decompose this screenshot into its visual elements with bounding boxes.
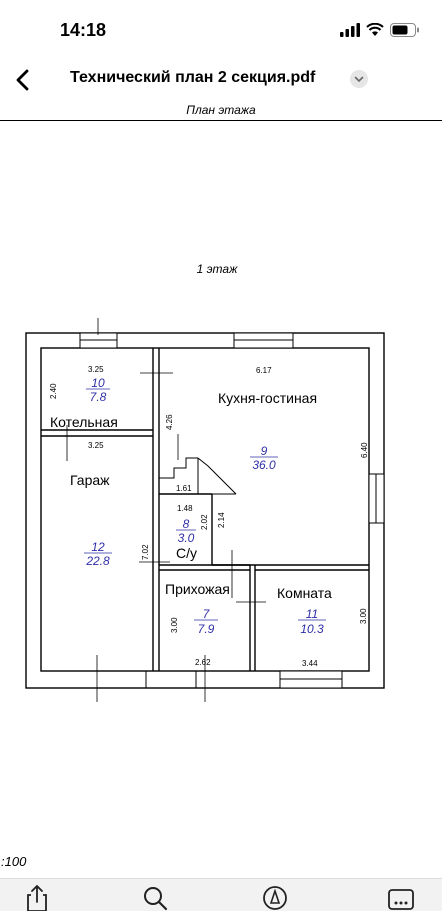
dim-label: 2.14	[217, 512, 226, 528]
share-icon[interactable]	[22, 885, 52, 911]
scale-label: :100	[1, 854, 27, 869]
signal-icon	[340, 23, 360, 37]
room-area: 3.0	[178, 531, 195, 545]
markup-icon[interactable]	[260, 885, 290, 911]
room-name-hallway: Прихожая	[165, 581, 230, 597]
room-area: 36.0	[252, 458, 276, 472]
status-time: 14:18	[60, 20, 107, 40]
dim-label: 6.40	[360, 442, 369, 458]
staircase	[159, 457, 237, 495]
room-areas: 10 7.8 9 36.0 12 22.8 8 3.0 7 7.9 11 10.…	[84, 376, 326, 636]
more-icon[interactable]	[386, 885, 416, 911]
room-area: 7.8	[90, 390, 107, 404]
dim-label: 2.02	[200, 514, 209, 530]
document-title[interactable]: Технический план 2 секция.pdf	[70, 69, 316, 86]
room-name-bathroom: С/у	[176, 545, 197, 561]
bottom-toolbar	[0, 878, 442, 911]
room-number: 11	[306, 607, 318, 621]
floor-label: 1 этаж	[197, 262, 238, 276]
battery-icon	[390, 23, 419, 37]
dim-label: 1.61	[176, 484, 192, 493]
status-bar: 14:18	[0, 0, 442, 60]
nav-bar: Технический план 2 секция.pdf	[0, 60, 442, 100]
room-number: 10	[91, 376, 105, 390]
back-chevron-icon[interactable]	[8, 64, 40, 96]
room-name-boiler: Котельная	[50, 414, 118, 430]
dim-label: 3.25	[88, 441, 104, 450]
room-name-kitchen: Кухня-гостиная	[218, 390, 317, 406]
room-number: 8	[183, 517, 190, 531]
status-icons	[340, 20, 420, 40]
dimension-labels: 3.25 2.40 3.25 6.17 4.26 6.40 1.61 1.48 …	[49, 365, 369, 668]
dim-label: 3.00	[359, 608, 368, 624]
dim-label: 3.44	[302, 659, 318, 668]
room-area: 22.8	[85, 554, 110, 568]
dim-label: 1.48	[177, 504, 193, 513]
dim-label: 7.02	[141, 544, 150, 560]
room-name-room: Комната	[277, 585, 332, 601]
chevron-down-icon[interactable]	[350, 70, 368, 88]
windows	[79, 332, 385, 689]
wifi-icon	[366, 23, 384, 36]
dim-label: 2.62	[195, 658, 211, 667]
dim-label: 3.25	[88, 365, 104, 374]
dim-label: 3.00	[170, 617, 179, 633]
room-number: 7	[203, 607, 211, 621]
room-area: 7.9	[198, 622, 215, 636]
dim-label: 2.40	[49, 383, 58, 399]
dim-label: 6.17	[256, 366, 272, 375]
room-names: Котельная Кухня-гостиная Гараж С/у Прихо…	[50, 390, 332, 601]
room-area: 10.3	[300, 622, 324, 636]
room-name-garage: Гараж	[70, 472, 110, 488]
search-icon[interactable]	[140, 885, 170, 911]
dim-label: 4.26	[165, 414, 174, 430]
floor-plan: 1 этаж	[1, 262, 385, 869]
room-number: 9	[261, 444, 268, 458]
room-number: 12	[91, 540, 105, 554]
dimension-ticks	[66, 318, 266, 702]
plan-header: План этажа	[0, 100, 442, 121]
